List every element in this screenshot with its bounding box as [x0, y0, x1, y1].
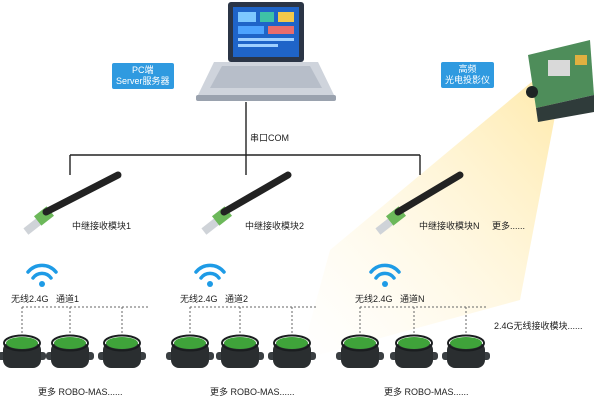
- pc-server-badge: PC端 Server服务器: [112, 63, 174, 89]
- wifi-label-n: 无线2.4G 通道N: [355, 292, 425, 305]
- projector-badge-line2: 光电投影仪: [445, 75, 491, 85]
- channel-2: 通道2: [225, 294, 249, 304]
- receiver-device-icon: [216, 334, 264, 368]
- receiver-device-icon: [268, 334, 316, 368]
- receiver-device-icon: [390, 334, 438, 368]
- receiver-device-icon: [98, 334, 146, 368]
- projector-badge-line1: 高频: [458, 64, 477, 74]
- wifi-band-n: 无线2.4G: [355, 294, 393, 304]
- channel-1: 通道1: [56, 294, 80, 304]
- projector-badge: 高频 光电投影仪: [441, 62, 495, 88]
- com-label: 串口COM: [250, 133, 289, 143]
- more-robo-1: 更多 ROBO-MAS......: [38, 387, 123, 397]
- more-receivers-label: 2.4G无线接收模块......: [494, 321, 583, 331]
- pc-badge-line1: PC端: [132, 65, 154, 75]
- receiver-device-icon: [442, 334, 490, 368]
- relay-2-label: 中继接收模块2: [245, 221, 305, 231]
- relay-1-label: 中继接收模块1: [72, 221, 132, 231]
- wifi-label-2: 无线2.4G 通道2: [180, 292, 248, 305]
- relay-stick-icon: [23, 171, 122, 235]
- wifi-icon: [194, 263, 226, 280]
- receiver-device-icon: [166, 334, 214, 368]
- channel-n: 通道N: [400, 294, 425, 304]
- wifi-icon: [369, 263, 401, 280]
- receiver-device-icon: [336, 334, 384, 368]
- wifi-icon: [26, 263, 58, 280]
- more-robo-2: 更多 ROBO-MAS......: [210, 387, 295, 397]
- relay-stick-icon: [375, 171, 464, 235]
- wifi-band-1: 无线2.4G: [11, 294, 49, 304]
- wifi-label-1: 无线2.4G 通道1: [11, 292, 79, 305]
- relay-stick-icon: [201, 171, 292, 235]
- more-robo-n: 更多 ROBO-MAS......: [384, 387, 469, 397]
- relay-n-label: 中继接收模块N: [419, 221, 480, 231]
- pc-badge-line2: Server服务器: [116, 76, 170, 86]
- more-relays-label: 更多......: [492, 221, 526, 231]
- receiver-device-icon: [46, 334, 94, 368]
- wifi-band-2: 无线2.4G: [180, 294, 218, 304]
- receiver-device-icon: [0, 334, 46, 368]
